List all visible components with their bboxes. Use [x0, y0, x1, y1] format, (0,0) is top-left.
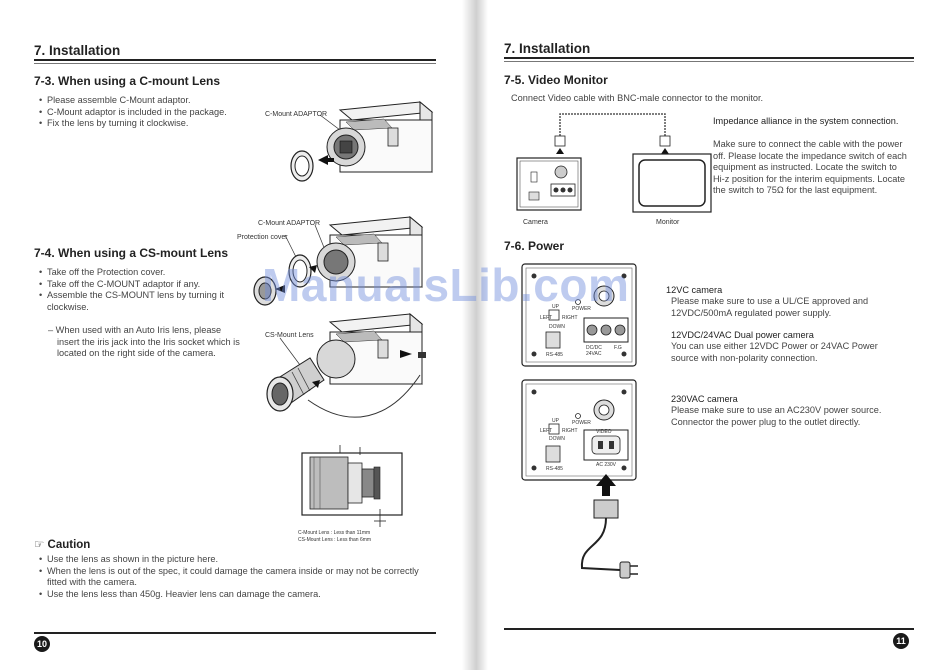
pointing-hand-icon: ☞ — [34, 539, 45, 551]
panel1-24vac: 24VAC — [586, 351, 602, 357]
section-7-5-title: 7-5. Video Monitor — [504, 73, 608, 87]
panel2-left: LEFT — [540, 428, 553, 434]
right-footer-rule — [504, 628, 914, 630]
list-item: When the lens is out of the spec, it cou… — [38, 566, 428, 589]
impedance-note-title: Impedance alliance in the system connect… — [713, 116, 899, 126]
panel1-dc: DC/DC — [586, 345, 602, 351]
panel1-up: UP — [552, 304, 559, 310]
section-7-4-title: 7-4. When using a CS-mount Lens — [34, 246, 229, 260]
list-item: Take off the C-MOUNT adaptor if any. — [38, 279, 238, 291]
camera-cs-mount-cover-illustration — [253, 215, 424, 306]
camera-c-mount-illustration — [290, 100, 434, 182]
power-dual-title: 12VDC/24VAC Dual power camera — [671, 330, 814, 340]
power-12vdc-title: 12VC camera — [666, 285, 723, 295]
section-7-3-bullets: Please assemble C-Mount adaptor. C-Mount… — [38, 95, 268, 130]
panel2-rs485: RS-485 — [546, 466, 563, 472]
watermark: ManualsLib.com — [262, 259, 630, 311]
right-page-number: 11 — [893, 633, 909, 649]
camera-cs-lens-illustration — [266, 312, 426, 418]
panel2-video: VIDEO — [596, 429, 612, 435]
impedance-note-text: Make sure to connect the cable with the … — [713, 139, 907, 196]
panel1-power: POWER — [572, 306, 591, 312]
fig2-label-adaptor: C-Mount ADAPTOR — [258, 220, 321, 227]
list-item: Please assemble C-Mount adaptor. — [38, 95, 268, 107]
left-section-title: 7. Installation — [34, 43, 121, 58]
power-230vac-text: Please make sure to use an AC230V power … — [671, 405, 882, 427]
panel1-down: DOWN — [549, 324, 565, 330]
camera-back-panel-ac-illustration — [521, 379, 638, 579]
right-title-rule-thin — [504, 61, 914, 62]
list-item: Use the lens as shown in the picture her… — [38, 554, 428, 566]
lens-spec-diagram — [301, 445, 403, 527]
list-item: Assemble the CS-MOUNT lens by turning it… — [38, 290, 238, 313]
section-7-4-bullets: Take off the Protection cover. Take off … — [38, 267, 238, 313]
power-dual-text: You can use either 12VDC Power or 24VAC … — [671, 341, 878, 363]
auto-iris-note: – When used with an Auto Iris lens, plea… — [48, 325, 240, 359]
panel1-rs485: RS-485 — [546, 352, 563, 358]
camera-monitor-connection-illustration — [516, 113, 712, 213]
label-camera: Camera — [523, 219, 548, 226]
lens-spec-c-mount: C-Mount Lens : Less than 11mm — [298, 530, 371, 536]
caution-title: ☞ Caution — [34, 539, 91, 551]
power-230vac-title: 230VAC camera — [671, 394, 738, 404]
right-title-rule-thick — [504, 57, 914, 59]
panel1-right: RIGHT — [562, 315, 578, 321]
panel2-right: RIGHT — [562, 428, 578, 434]
left-footer-rule — [34, 632, 436, 634]
left-title-rule-thick — [34, 59, 436, 61]
power-12vdc-text: Please make sure to use a UL/CE approved… — [671, 296, 869, 318]
book-spine — [462, 0, 488, 670]
label-monitor: Monitor — [656, 219, 680, 226]
panel2-down: DOWN — [549, 436, 565, 442]
fig3-label-cs-lens: CS-Mount Lens — [265, 332, 314, 339]
camera-back-panel-dc-illustration — [521, 263, 637, 367]
left-page-number: 10 — [34, 636, 50, 652]
fig1-label-adaptor: C-Mount ADAPTOR — [265, 111, 328, 118]
right-section-title: 7. Installation — [504, 41, 591, 56]
list-item: Fix the lens by turning it clockwise. — [38, 118, 268, 130]
panel2-up: UP — [552, 418, 559, 424]
panel2-ac230: AC 230V — [596, 462, 617, 468]
list-item: Use the lens less than 450g. Heavier len… — [38, 589, 428, 601]
caution-bullets: Use the lens as shown in the picture her… — [38, 554, 428, 600]
panel1-fg: F.G — [614, 345, 622, 351]
section-7-3-title: 7-3. When using a C-mount Lens — [34, 74, 221, 88]
list-item: C-Mount adaptor is included in the packa… — [38, 107, 268, 119]
panel1-left: LEFT — [540, 315, 553, 321]
panel2-power: POWER — [572, 420, 591, 426]
list-item: Take off the Protection cover. — [38, 267, 238, 279]
left-title-rule-thin — [34, 63, 436, 64]
video-monitor-intro: Connect Video cable with BNC-male connec… — [511, 93, 764, 103]
lens-spec-cs-mount: CS-Mount Lens : Less than 6mm — [298, 537, 372, 543]
fig2-label-protection-cover: Protection cover — [237, 234, 288, 241]
section-7-6-title: 7-6. Power — [504, 239, 565, 253]
